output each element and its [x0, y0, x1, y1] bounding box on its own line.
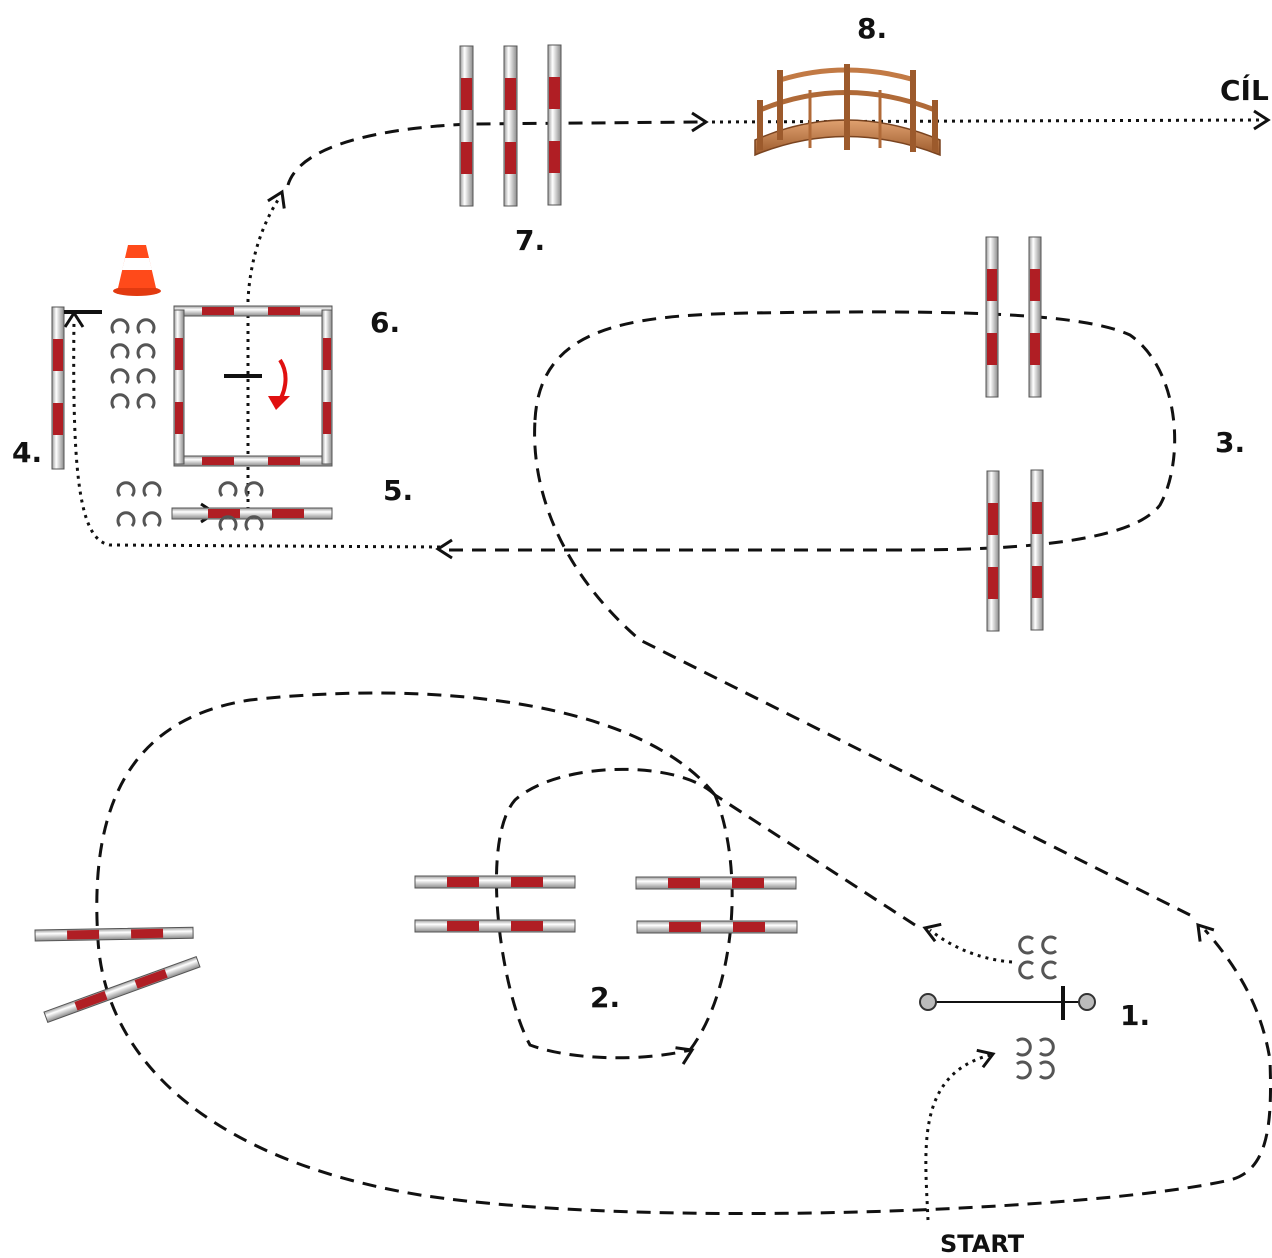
obstacle-4-pole — [51, 306, 102, 470]
traffic-cone-icon — [113, 245, 161, 296]
label-obstacle-8: 8. — [857, 12, 887, 45]
course-path — [72, 118, 1272, 1221]
obstacle-5-horseshoes — [116, 481, 264, 532]
left-diagonal-poles — [34, 926, 201, 1023]
obstacle-1-gate — [919, 986, 1096, 1020]
label-obstacle-2: 2. — [590, 981, 620, 1014]
obstacle-7-poles — [459, 44, 562, 207]
path-2-return — [688, 794, 734, 1051]
label-start: START — [940, 1230, 1025, 1258]
path-1-to-2 — [714, 793, 916, 927]
start-lead-path — [924, 1053, 991, 1221]
loop-obstacle-2 — [495, 767, 717, 1060]
label-obstacle-4: 4. — [12, 436, 42, 469]
path-to-obstacle-7 — [286, 120, 701, 186]
path-to-obstacle-4 — [72, 319, 441, 549]
obstacle-3-poles — [985, 236, 1044, 632]
loop-obstacle-3 — [533, 310, 1177, 552]
label-obstacle-3: 3. — [1215, 426, 1245, 459]
path-to-finish — [711, 118, 1263, 124]
path-6-exit — [246, 199, 280, 510]
label-obstacle-5: 5. — [383, 474, 413, 507]
wooden-bridge-icon — [754, 64, 941, 157]
label-finish: CÍL — [1220, 73, 1269, 107]
label-obstacle-6: 6. — [370, 306, 400, 339]
obstacle-2-poles — [414, 875, 798, 934]
label-obstacle-7: 7. — [515, 224, 545, 257]
obstacle-labels: 8. CÍL 7. 6. 3. 4. 5. 2. 1. START — [12, 12, 1269, 1258]
obstacle-1-exit-path — [929, 928, 1013, 964]
obstacle-4-horseshoes — [110, 318, 156, 410]
obstacle-1-horseshoes — [1015, 935, 1058, 1080]
obstacle-5-pole — [171, 507, 333, 520]
obstacle-6-square — [173, 305, 333, 467]
big-loop-left — [95, 691, 1272, 1216]
turn-arrow-icon — [268, 358, 290, 410]
path-to-obstacle-3 — [533, 419, 1191, 917]
label-obstacle-1: 1. — [1120, 999, 1150, 1032]
